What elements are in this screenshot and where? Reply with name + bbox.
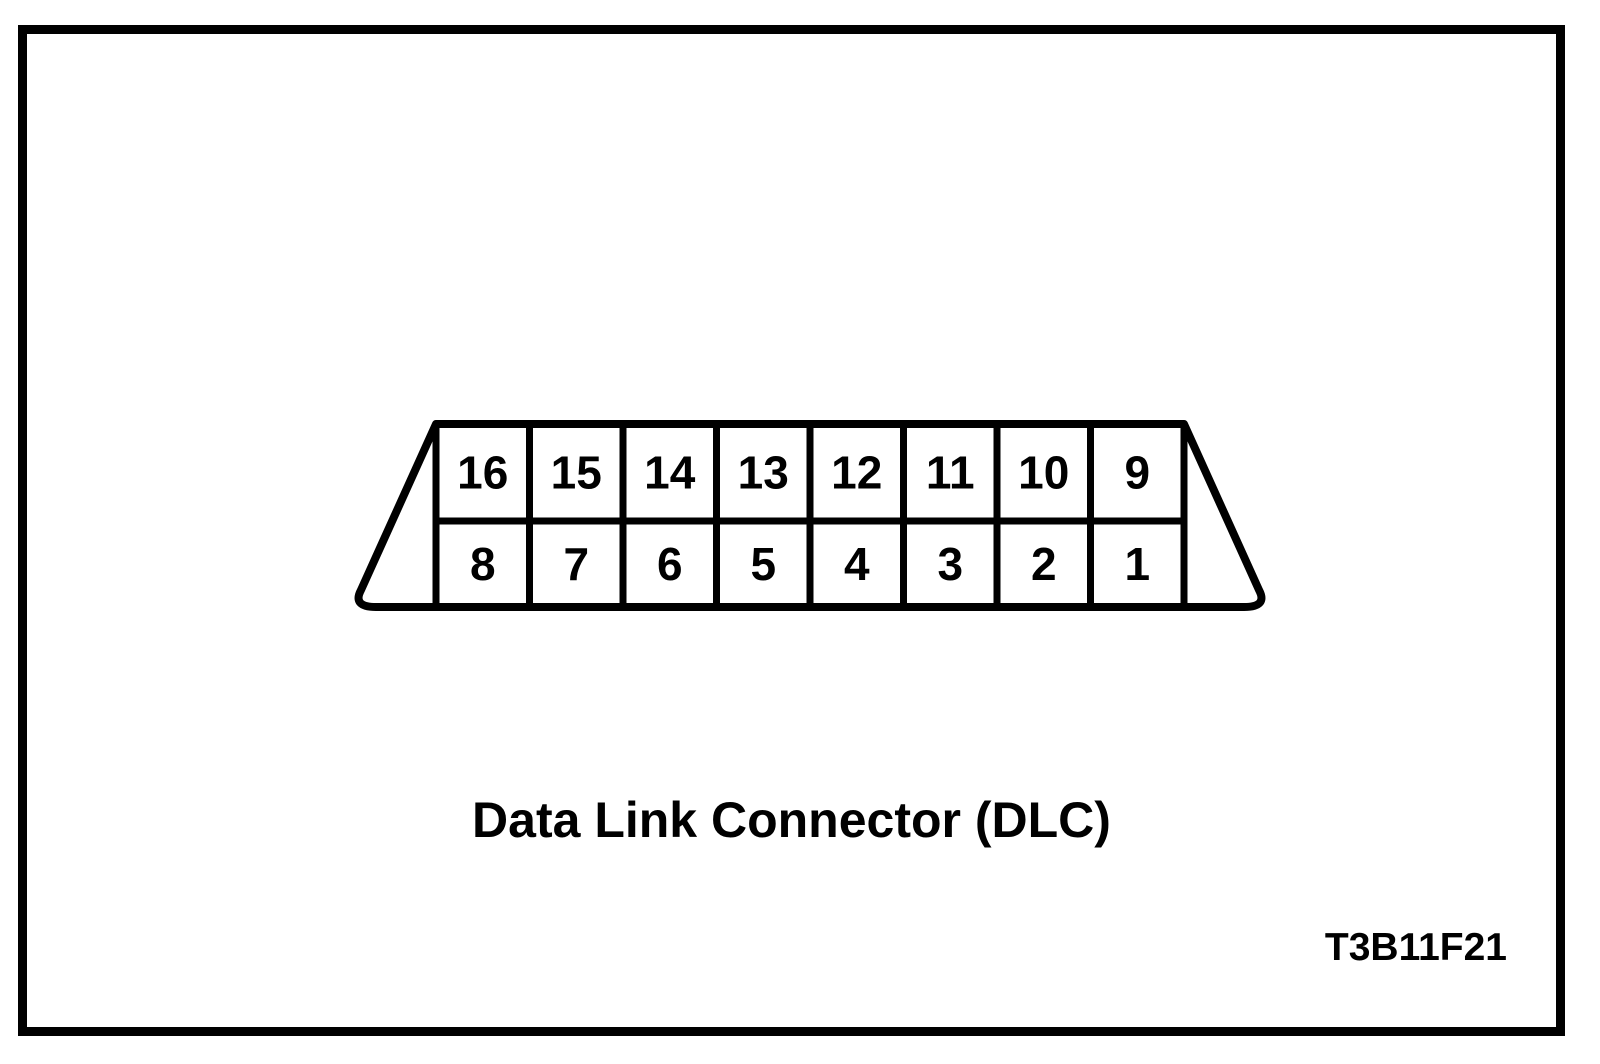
pin-grid xyxy=(432,424,1188,607)
pin-label-10: 10 xyxy=(1018,447,1069,499)
pin-grid-labels: 16 15 14 13 12 11 10 9 8 7 6 5 4 3 2 1 xyxy=(457,447,1150,591)
pin-label-9: 9 xyxy=(1124,447,1150,499)
pin-label-2: 2 xyxy=(1031,538,1057,590)
pin-label-16: 16 xyxy=(457,447,508,499)
pin-label-12: 12 xyxy=(831,447,882,499)
figure-caption: Data Link Connector (DLC) xyxy=(472,792,1111,848)
pin-label-14: 14 xyxy=(644,447,696,499)
dlc-connector-diagram: 16 15 14 13 12 11 10 9 8 7 6 5 4 3 2 1 xyxy=(354,420,1266,611)
pin-label-11: 11 xyxy=(926,447,975,499)
pin-label-6: 6 xyxy=(657,538,683,590)
pin-label-5: 5 xyxy=(750,538,776,590)
pin-label-15: 15 xyxy=(551,447,602,499)
pin-label-1: 1 xyxy=(1124,538,1150,590)
pin-label-8: 8 xyxy=(470,538,496,590)
pin-label-3: 3 xyxy=(937,538,963,590)
pin-label-4: 4 xyxy=(844,538,870,590)
pin-label-13: 13 xyxy=(738,447,789,499)
figure-code: T3B11F21 xyxy=(1324,926,1507,969)
pin-label-7: 7 xyxy=(563,538,589,590)
